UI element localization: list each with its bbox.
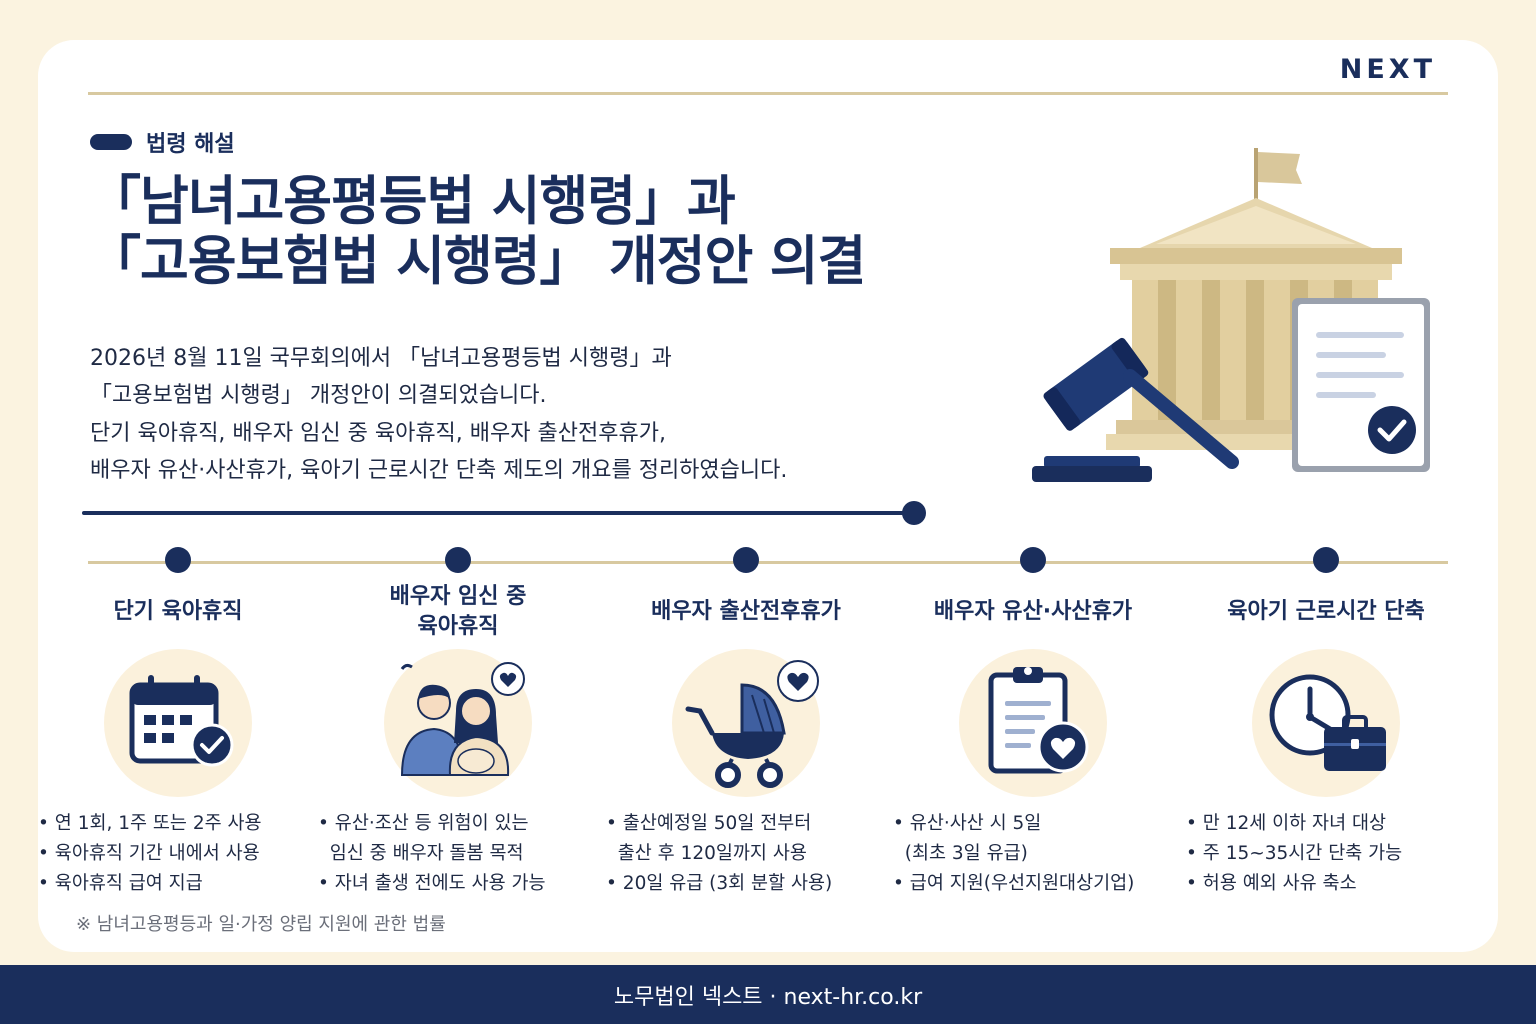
timeline-dot bbox=[165, 547, 191, 573]
item-bullets: • 유산·사산 시 5일 (최초 3일 유급) • 급여 지원(우선지원대상기업… bbox=[893, 809, 1173, 899]
bullet: • 유산·조산 등 위험이 있는 bbox=[318, 813, 529, 834]
item-spouse-miscarriage-leave: 배우자 유산·사산휴가 • 유산·사산 시 5일 (최초 3일 유급) • 급여… bbox=[893, 547, 1173, 899]
clock-briefcase-icon bbox=[1252, 649, 1400, 797]
intro-line-2: 「고용보험법 시행령」 개정안이 의결되었습니다. bbox=[90, 383, 547, 409]
bullet: • 20일 유급 (3회 분할 사용) bbox=[606, 872, 833, 894]
bullet: • 주 15~35시간 단축 가능 bbox=[1186, 842, 1403, 864]
couple-heart-icon bbox=[384, 649, 532, 797]
stroller-heart-icon bbox=[672, 649, 820, 797]
item-heading: 단기 육아휴직 bbox=[38, 573, 318, 649]
item-heading-line: 배우자 출산전후휴가 bbox=[651, 599, 841, 625]
calendar-check-icon bbox=[104, 649, 252, 797]
brand-logo: NEXT bbox=[1339, 54, 1436, 85]
item-bullets: • 출산예정일 50일 전부터 출산 후 120일까지 사용 • 20일 유급 … bbox=[606, 809, 886, 899]
decorative-slider bbox=[82, 500, 932, 525]
item-spouse-pregnancy-leave: 배우자 임신 중 육아휴직 • 유산·조산 등 위험이 있는 임신 중 배우자 … bbox=[318, 547, 598, 899]
item-spouse-maternity-leave: 배우자 출산전후휴가 • 출산예정일 50일 전부터 출산 후 120일까지 사… bbox=[606, 547, 886, 899]
page-title: 「남녀고용평등법 시행령」과 「고용보험법 시행령」 개정안 의결 bbox=[88, 172, 988, 292]
bullet: (최초 3일 유급) bbox=[893, 842, 1028, 864]
bullet: • 유산·사산 시 5일 bbox=[893, 813, 1042, 834]
item-heading: 배우자 유산·사산휴가 bbox=[893, 573, 1173, 649]
clipboard-heart-icon bbox=[959, 649, 1107, 797]
timeline-dot bbox=[1020, 547, 1046, 573]
item-bullets: • 만 12세 이하 자녀 대상 • 주 15~35시간 단축 가능 • 허용 … bbox=[1186, 809, 1466, 899]
bullet: • 허용 예외 사유 축소 bbox=[1186, 872, 1357, 894]
item-heading-line: 배우자 유산·사산휴가 bbox=[933, 599, 1133, 625]
bullet: • 자녀 출생 전에도 사용 가능 bbox=[318, 872, 546, 894]
tag-pill bbox=[90, 134, 132, 150]
bullet: • 급여 지원(우선지원대상기업) bbox=[893, 872, 1135, 894]
intro-line-3: 단기 육아휴직, 배우자 임신 중 육아휴직, 배우자 출산전후휴가, bbox=[90, 420, 666, 446]
item-heading: 육아기 근로시간 단축 bbox=[1186, 573, 1466, 649]
bullet: • 육아휴직 급여 지급 bbox=[38, 872, 203, 894]
timeline-dot bbox=[733, 547, 759, 573]
intro-line-1: 2026년 8월 11일 국무회의에서 「남녀고용평등법 시행령」과 bbox=[90, 346, 672, 371]
timeline-dot bbox=[1313, 547, 1339, 573]
item-heading-line: 육아기 근로시간 단축 bbox=[1227, 599, 1425, 625]
category-tag: 법령 해설 bbox=[90, 126, 235, 158]
bullet: 출산 후 120일까지 사용 bbox=[606, 842, 807, 864]
hero-illustration bbox=[1020, 140, 1440, 490]
item-reduced-working-hours: 육아기 근로시간 단축 • 만 12세 이하 자녀 대상 • 주 15~35시간… bbox=[1186, 547, 1466, 899]
item-short-parental-leave: 단기 육아휴직 • 연 1회, 1주 또는 2주 사용 • 육아휴직 기간 내에… bbox=[38, 547, 318, 899]
footer-text: 노무법인 넥스트 · next-hr.co.kr bbox=[613, 984, 923, 1010]
footnote: ※ 남녀고용평등과 일·가정 양립 지원에 관한 법률 bbox=[76, 914, 446, 935]
top-divider bbox=[88, 92, 1448, 95]
bullet: 임신 중 배우자 돌봄 목적 bbox=[318, 842, 524, 864]
timeline-dot bbox=[445, 547, 471, 573]
footer-bar: 노무법인 넥스트 · next-hr.co.kr bbox=[0, 965, 1536, 1024]
item-heading-line: 배우자 임신 중 bbox=[389, 584, 527, 610]
intro-line-4: 배우자 유산·사산휴가, 육아기 근로시간 단축 제도의 개요를 정리하였습니다… bbox=[90, 458, 788, 484]
courthouse-gavel-icon bbox=[1032, 148, 1430, 482]
item-heading: 배우자 임신 중 육아휴직 bbox=[318, 573, 598, 649]
item-bullets: • 유산·조산 등 위험이 있는 임신 중 배우자 돌봄 목적 • 자녀 출생 … bbox=[318, 809, 598, 899]
slider-knob bbox=[902, 501, 926, 525]
bullet: • 육아휴직 기간 내에서 사용 bbox=[38, 842, 260, 864]
title-line-1: 「남녀고용평등법 시행령」과 bbox=[88, 171, 736, 232]
intro-text: 2026년 8월 11일 국무회의에서 「남녀고용평등법 시행령」과 「고용보험… bbox=[90, 340, 970, 490]
bullet: • 출산예정일 50일 전부터 bbox=[606, 813, 812, 834]
tag-label: 법령 해설 bbox=[146, 132, 235, 157]
bullet: • 만 12세 이하 자녀 대상 bbox=[1186, 813, 1387, 834]
item-heading-line: 육아휴직 bbox=[417, 614, 499, 639]
item-heading: 배우자 출산전후휴가 bbox=[606, 573, 886, 649]
title-line-2: 「고용보험법 시행령」 개정안 의결 bbox=[88, 230, 866, 292]
slider-track bbox=[82, 511, 914, 515]
item-bullets: • 연 1회, 1주 또는 2주 사용 • 육아휴직 기간 내에서 사용 • 육… bbox=[38, 809, 318, 899]
bullet: • 연 1회, 1주 또는 2주 사용 bbox=[38, 813, 262, 834]
item-heading-line: 단기 육아휴직 bbox=[113, 599, 243, 625]
timeline-line bbox=[88, 561, 1448, 564]
